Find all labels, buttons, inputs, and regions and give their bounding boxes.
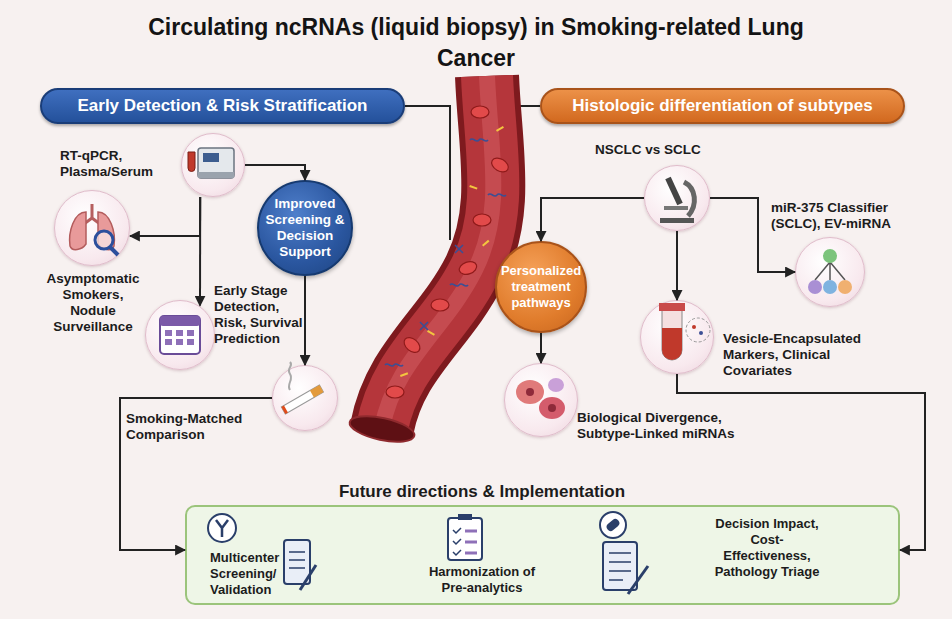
rna-fragment xyxy=(427,330,435,336)
node-label: Harmonization of Pre-analytics xyxy=(427,564,537,596)
node-label: Multicenter Screening/ Validation xyxy=(210,550,292,598)
section-header: Histologic differentiation of subtypes xyxy=(540,88,905,124)
node-label: Decision Impact, Cost-Effectiveness, Pat… xyxy=(707,516,827,580)
rna-strand xyxy=(455,245,463,253)
node-label: NSCLC vs SCLC xyxy=(595,142,705,158)
icon-circle: Vesicle-Encapsulated Markers, Clinical C… xyxy=(640,300,714,374)
vessel-opening xyxy=(347,411,416,446)
icon-circle: Smoking-Matched Comparison xyxy=(272,365,338,431)
vessel-lumen xyxy=(382,76,493,428)
rna-fragment xyxy=(469,185,477,190)
implementation-item: Harmonization of Pre-analytics xyxy=(412,514,552,602)
node-label: Smoking-Matched Comparison xyxy=(126,411,271,443)
vessel-highlight xyxy=(382,76,493,428)
blood-cell xyxy=(473,214,491,226)
implementation-item: Decision Impact, Cost-Effectiveness, Pat… xyxy=(597,512,887,604)
icon-circle: miR-375 Classifier (SCLC), EV-miRNA xyxy=(795,237,865,307)
future-directions-panel: Future directions & ImplementationMultic… xyxy=(185,505,900,605)
icon-circle: Early Stage Detection, Risk, Survival Pr… xyxy=(145,300,215,370)
header-leader-line xyxy=(405,106,450,240)
node-label: Asymptomatic Smokers, Nodule Surveillanc… xyxy=(39,271,147,335)
blood-cell xyxy=(401,335,423,356)
red-blood-cells xyxy=(386,106,511,398)
diagram-title: Circulating ncRNAs (liquid biopsy) in Sm… xyxy=(126,12,826,74)
rna-strand xyxy=(450,284,468,286)
flow-arrow xyxy=(304,276,306,365)
label-holder: Improved Screening & Decision Support xyxy=(259,182,351,274)
rna-fragment xyxy=(496,126,504,132)
section-header: Early Detection & Risk Stratification xyxy=(40,88,405,124)
node-label: Early Detection & Risk Stratification xyxy=(77,96,367,116)
rna-fragments xyxy=(400,126,504,377)
rna-fragment xyxy=(400,372,408,377)
flow-arrow xyxy=(540,333,542,363)
vessel-wall xyxy=(382,76,493,428)
rna-strands xyxy=(385,139,506,366)
node-label: Vesicle-Encapsulated Markers, Clinical C… xyxy=(723,331,878,379)
node-label: Biological Divergence, Subtype-Linked mi… xyxy=(577,410,742,442)
icon-circle: RT-qPCR, Plasma/Serum xyxy=(181,133,245,197)
rna-fragment xyxy=(482,240,489,247)
rna-strand xyxy=(385,364,403,366)
node-label: RT-qPCR, Plasma/Serum xyxy=(60,148,170,180)
node-label: Early Stage Detection, Risk, Survival Pr… xyxy=(214,283,304,347)
blood-cell xyxy=(489,155,511,174)
rna-strand xyxy=(488,194,506,196)
icon-circle: Asymptomatic Smokers, Nodule Surveillanc… xyxy=(54,190,130,266)
node-label: miR-375 Classifier (SCLC), EV-miRNA xyxy=(771,200,906,232)
label-holder: Histologic differentiation of subtypes xyxy=(542,90,903,122)
blood-cell xyxy=(457,259,478,276)
node-label: Personalized treatment pathways xyxy=(501,263,581,311)
blood-cell xyxy=(431,299,449,311)
flow-arrow xyxy=(541,198,644,241)
icon-circle: Biological Divergence, Subtype-Linked mi… xyxy=(504,363,578,437)
highlight-circle: Improved Screening & Decision Support xyxy=(257,180,353,276)
node-label: Histologic differentiation of subtypes xyxy=(572,96,872,116)
label-holder: Early Detection & Risk Stratification xyxy=(42,90,403,122)
icon-circle: NSCLC vs SCLC xyxy=(644,165,710,231)
blood-cell xyxy=(471,106,489,118)
rna-strand xyxy=(420,322,428,330)
blood-cell xyxy=(386,386,404,398)
node-label: Improved Screening & Decision Support xyxy=(263,196,347,260)
highlight-circle: Personalized treatment pathways xyxy=(495,241,587,333)
flow-arrow xyxy=(199,197,201,306)
implementation-item: Multicenter Screening/ Validation xyxy=(197,514,327,602)
flow-arrow xyxy=(245,165,305,180)
flow-arrow xyxy=(676,231,678,300)
flow-arrow xyxy=(130,197,200,236)
rna-strand xyxy=(470,139,488,141)
node-label: Future directions & Implementation xyxy=(287,482,677,502)
label-holder: Personalized treatment pathways xyxy=(497,243,585,331)
header-leader-line xyxy=(512,106,540,150)
